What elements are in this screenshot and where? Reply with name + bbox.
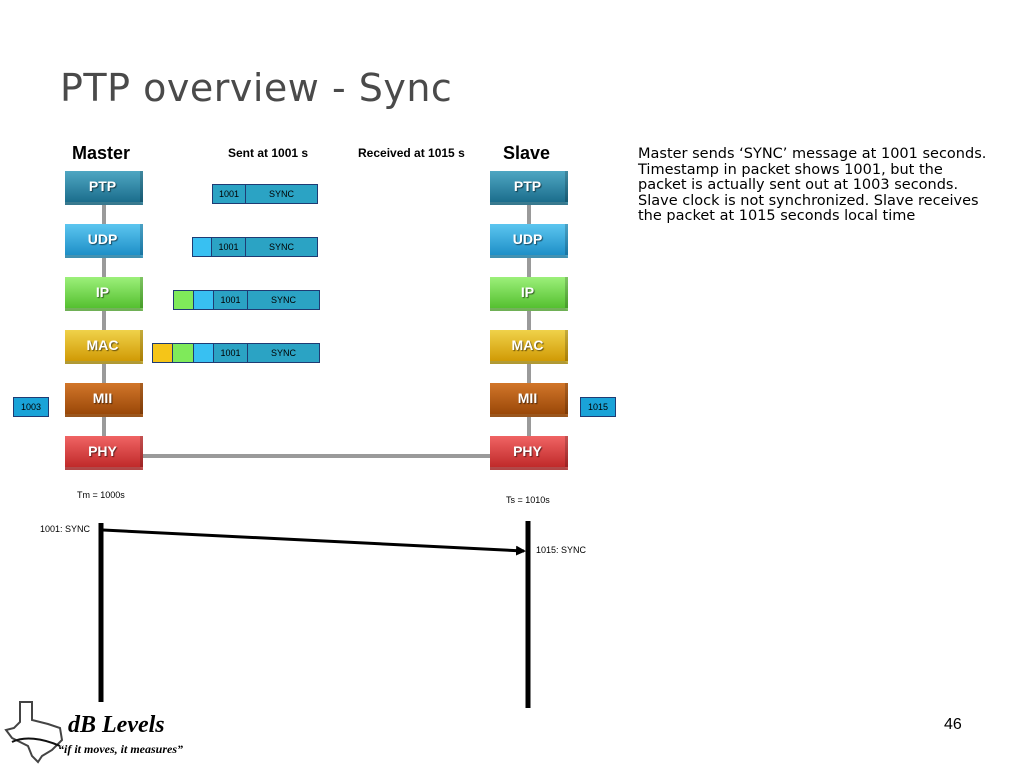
- slave-clock-label: Ts = 1010s: [506, 495, 550, 505]
- ip-header-field: [173, 343, 194, 363]
- logo-tagline: “if it moves, it measures”: [58, 742, 183, 756]
- packet-timestamp-field: 1001: [214, 290, 248, 310]
- slave-layer-ptp: PTP: [490, 171, 568, 205]
- physical-link: [140, 454, 494, 458]
- slave-layer-ip: IP: [490, 277, 568, 311]
- page-number: 46: [944, 716, 962, 733]
- slave-layer-udp: UDP: [490, 224, 568, 258]
- slave-sync-event-label: 1015: SYNC: [536, 545, 587, 555]
- sync-message-arrow: [102, 528, 526, 556]
- udp-header-field: [192, 237, 212, 257]
- master-layer-ip: IP: [65, 277, 143, 311]
- master-layer-mii: MII: [65, 383, 143, 417]
- packet-udp: 1001 SYNC: [192, 237, 318, 257]
- packet-message-field: SYNC: [246, 237, 318, 257]
- mac-header-field: [152, 343, 173, 363]
- udp-header-field: [194, 343, 214, 363]
- master-layer-udp: UDP: [65, 224, 143, 258]
- packet-message-field: SYNC: [246, 184, 318, 204]
- packet-message-field: SYNC: [248, 343, 320, 363]
- db-levels-logo: dB Levels “if it moves, it measures”: [2, 698, 202, 764]
- master-label: Master: [72, 143, 131, 163]
- master-layer-phy: PHY: [65, 436, 143, 470]
- packet-ptp: 1001 SYNC: [212, 184, 318, 204]
- packet-timestamp-field: 1001: [212, 237, 246, 257]
- packet-timestamp-field: 1001: [214, 343, 248, 363]
- packet-mac: 1001 SYNC: [152, 343, 320, 363]
- sent-at-label: Sent at 1001 s: [228, 146, 309, 160]
- received-at-label: Received at 1015 s: [358, 146, 465, 160]
- slave-mii-timestamp: 1015: [580, 397, 616, 417]
- master-sync-event-label: 1001: SYNC: [40, 524, 91, 534]
- slave-layer-mac: MAC: [490, 330, 568, 364]
- slave-layer-mii: MII: [490, 383, 568, 417]
- texas-outline-icon: [4, 701, 64, 764]
- packet-ip: 1001 SYNC: [173, 290, 320, 310]
- master-layer-mac: MAC: [65, 330, 143, 364]
- ip-header-field: [173, 290, 194, 310]
- packet-timestamp-field: 1001: [212, 184, 246, 204]
- slave-layer-phy: PHY: [490, 436, 568, 470]
- udp-header-field: [194, 290, 214, 310]
- master-layer-ptp: PTP: [65, 171, 143, 205]
- master-mii-timestamp: 1003: [13, 397, 49, 417]
- master-stack-connector: [102, 190, 106, 450]
- packet-message-field: SYNC: [248, 290, 320, 310]
- logo-name: dB Levels: [68, 712, 165, 738]
- master-clock-label: Tm = 1000s: [77, 490, 125, 500]
- description-text: Master sends ‘SYNC’ message at 1001 seco…: [638, 146, 987, 224]
- slave-label: Slave: [503, 143, 551, 163]
- slave-stack-connector: [527, 190, 531, 450]
- slide-title: PTP overview - Sync: [60, 66, 453, 110]
